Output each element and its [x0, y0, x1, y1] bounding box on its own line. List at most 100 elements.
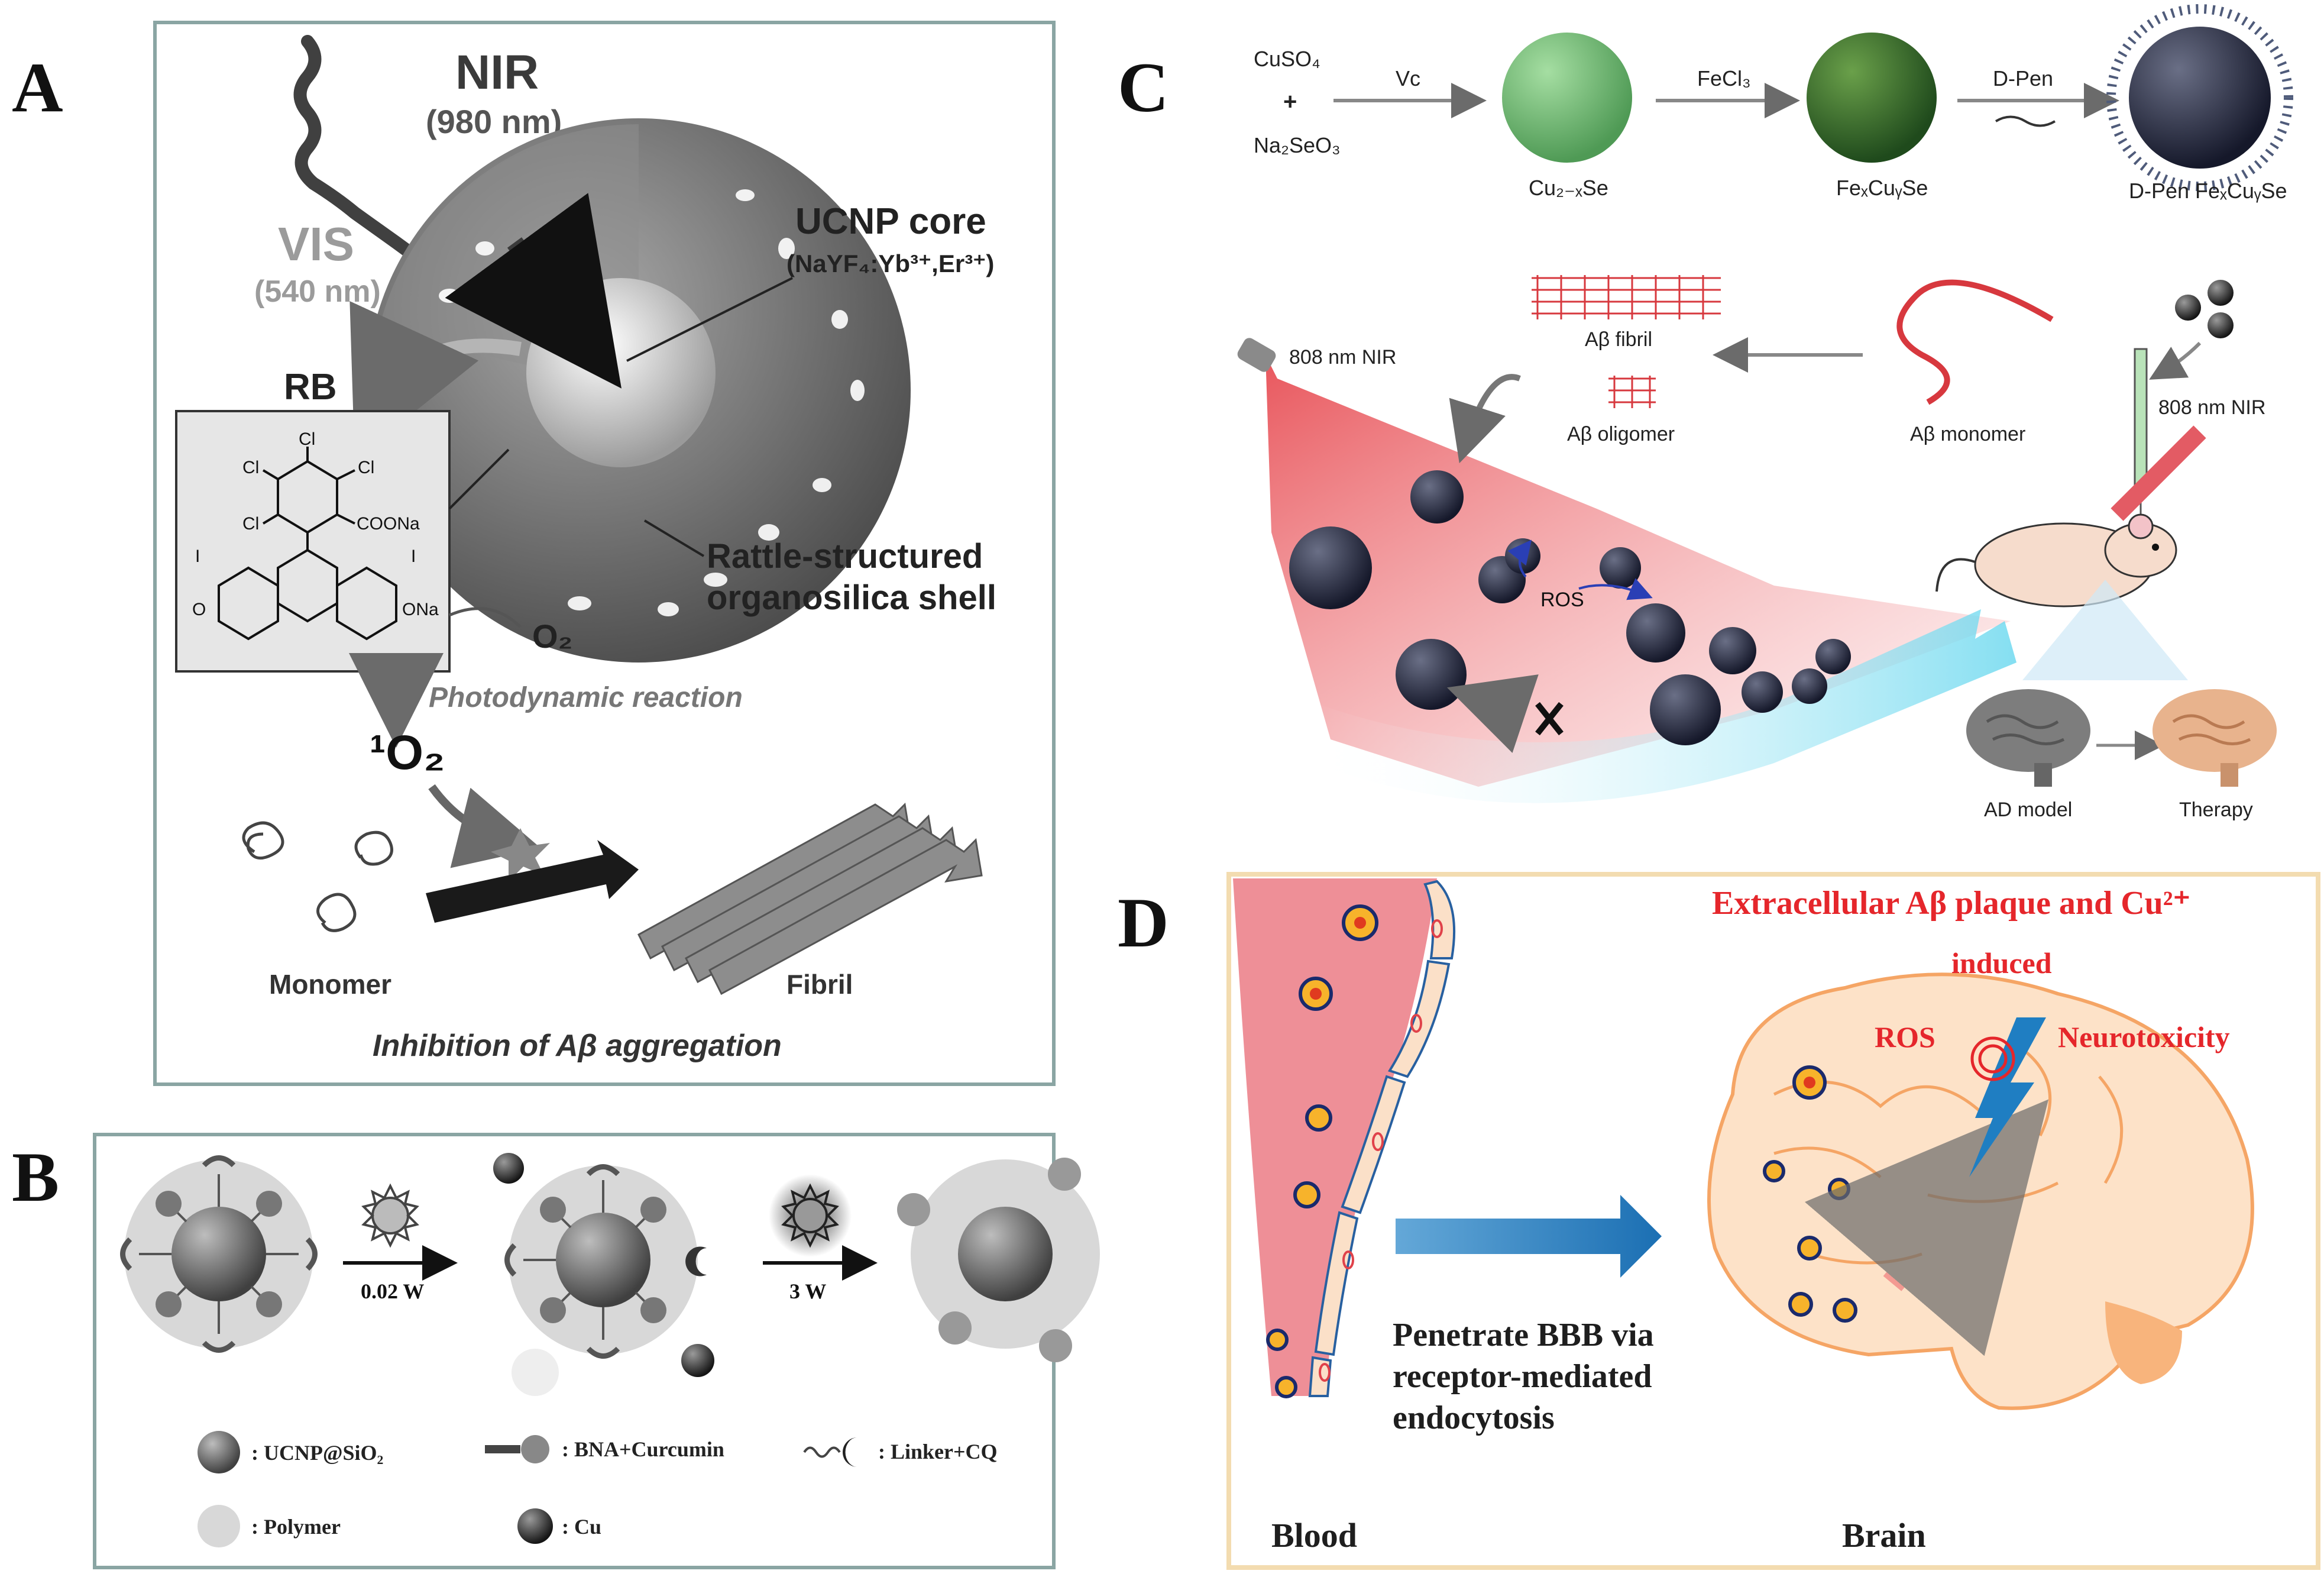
blocked-arrow: [1446, 674, 1539, 753]
ab-monomer-ribbon: [1896, 279, 2054, 405]
ucnp-core-formula: (NaYF₄:Yb³⁺,Er³⁺): [786, 250, 994, 277]
cu2xse-sphere: [1502, 33, 1632, 163]
reagent-plus: +: [1283, 89, 1297, 115]
power-low-label: 0.02 W: [361, 1279, 424, 1303]
step-fecl3: FeCl₃: [1697, 66, 1751, 91]
rb-atom-i-right: I: [411, 547, 416, 566]
legend-cu: : Cu: [562, 1515, 601, 1539]
therapy-brain: [2153, 689, 2277, 787]
panel-c: C CuSO₄ + Na₂SeO₃ Vc Cu₂₋ₓSe FeCl₃ FeₓCu…: [1118, 4, 2293, 821]
reagent-na2seo3: Na₂SeO₃: [1254, 133, 1341, 157]
panel-a-letter: A: [12, 48, 63, 127]
bbb-line3: endocytosis: [1393, 1400, 1555, 1436]
rb-structure-box: Cl Cl Cl Cl COONa I I O ONa: [175, 410, 451, 673]
aggregation-arrow: [426, 840, 639, 923]
legend-bna: : BNA+Curcumin: [562, 1437, 724, 1461]
panel-b-legend: : UCNP@SiO₂ : BNA+Curcumin : Linker+CQ :…: [198, 1431, 998, 1547]
nir-wavelength: (980 nm): [426, 103, 562, 140]
fibril-label: Fibril: [786, 969, 853, 1000]
rb-atom-cl-left-lower: Cl: [242, 514, 259, 534]
reagent-cuso4: CuSO₄: [1254, 47, 1320, 71]
singlet-o2-arrow: [428, 784, 541, 868]
light-sun-icon-low: [361, 1183, 419, 1248]
mouse-icon: [1935, 513, 2177, 607]
fibril-to-beam-arrow: [1449, 374, 1521, 464]
ab-fibril-icon: [1532, 275, 1721, 319]
bbb-line1: Penetrate BBB via: [1393, 1317, 1654, 1353]
rb-atom-cl-left-upper: Cl: [242, 458, 259, 477]
dpen-ligand-icon: [1995, 115, 2056, 127]
fexcuyse-sphere: [1807, 33, 1937, 163]
blood-nanoparticles: [1266, 904, 1378, 1398]
rb-leader: [448, 448, 510, 510]
attack-burst: [491, 828, 550, 881]
ucnp-polymer-particle-initial: [120, 1155, 318, 1353]
shell-label-line1: Rattle-structured: [707, 537, 983, 576]
rb-atom-o: O: [192, 600, 206, 619]
ucnp-core-label: UCNP core: [795, 201, 986, 242]
ros-label-d: ROS: [1875, 1020, 1935, 1054]
vis-label: VIS: [278, 218, 354, 270]
shell-leader: [643, 519, 705, 557]
panel-a: A NIR (980 nm) VIS (540 nm) UCNP core: [12, 21, 1056, 1086]
ucnp-polymer-particle-partial: [493, 1153, 714, 1396]
rb-atom-ona: ONa: [402, 600, 439, 619]
neurotoxicity-bolt: [1969, 1017, 2046, 1177]
photodynamic-label: Photodynamic reaction: [429, 682, 743, 713]
nir-left-label: 808 nm NIR: [1289, 346, 1396, 369]
ad-model-label: AD model: [1984, 799, 2072, 821]
product-cu2xse: Cu₂₋ₓSe: [1529, 176, 1608, 200]
particle-injection-arrow: [2149, 341, 2202, 380]
panel-d-title: Extracellular Aβ plaque and Cu²⁺: [1712, 885, 2190, 922]
rb-atom-cl-top: Cl: [299, 429, 315, 449]
blocked-x-icon: [1535, 702, 1564, 736]
ab-monomer-label: Aβ monomer: [1910, 423, 2025, 445]
legend-polymer: : Polymer: [251, 1515, 341, 1539]
brain-beam: [2022, 580, 2188, 680]
nir-into-core-arrow: [445, 193, 622, 389]
power-high-label: 3 W: [789, 1279, 826, 1303]
o2-curve: [449, 607, 522, 628]
vis-wavelength: (540 nm): [254, 274, 381, 309]
ros-arrow-up: [1507, 539, 1532, 578]
bbb-line2: receptor-mediated: [1393, 1358, 1652, 1395]
ad-model-brain: [1966, 689, 2090, 787]
ab-oligomer-icon: [1608, 376, 1656, 408]
endothelial-nuclei: [1319, 919, 1443, 1382]
legend-ucnp: : UCNP@SiO₂: [251, 1441, 383, 1465]
monomer-squiggles: [242, 821, 393, 932]
ros-label-c: ROS: [1540, 589, 1584, 611]
nir-right-label: 808 nm NIR: [2158, 396, 2265, 419]
panel-b-letter: B: [12, 1137, 59, 1216]
product-dpen-fexcuyse: D-Pen FeₓCuᵧSe: [2129, 179, 2287, 203]
blood-vessel: [1233, 878, 1437, 1396]
rb-atom-i-left: I: [195, 547, 200, 566]
step-vc: Vc: [1396, 66, 1420, 91]
vis-emission-arrow: [349, 300, 522, 460]
nir-laser-left: [1237, 338, 1276, 372]
blood-label: Blood: [1271, 1516, 1357, 1555]
o2-label: O₂: [532, 618, 572, 655]
ucnp-core-leader: [626, 277, 793, 362]
rb-atom-cl-right: Cl: [358, 458, 374, 477]
nir-label: NIR: [455, 46, 539, 99]
step-dpen: D-Pen: [1993, 66, 2053, 91]
plaque-target-icon: [1970, 1036, 2015, 1081]
panel-b: B 0.02 W: [12, 1133, 1100, 1569]
beam-blue-arrow: [1301, 609, 2016, 803]
singlet-o2-label: ¹O₂: [370, 726, 445, 780]
legend-linker: : Linker+CQ: [878, 1440, 998, 1463]
product-fexcuyse: FeₓCuᵧSe: [1836, 176, 1928, 200]
fibril-sheets: [637, 802, 983, 996]
black-nanoparticle-trio: [2175, 280, 2234, 338]
light-sun-icon-high: [769, 1174, 852, 1257]
dpen-nanoparticle: [2106, 4, 2293, 191]
bbb-transport-arrow: [1396, 1195, 1662, 1278]
therapy-label: Therapy: [2179, 799, 2253, 821]
ros-arrow-right: [1578, 578, 1653, 600]
shell-label-line2: organosilica shell: [707, 579, 996, 617]
rb-atom-coona: COONa: [357, 514, 420, 534]
monomer-label: Monomer: [269, 969, 391, 1000]
panel-d: D Penetrate BBB via receptor-mediate: [1118, 872, 2320, 1570]
